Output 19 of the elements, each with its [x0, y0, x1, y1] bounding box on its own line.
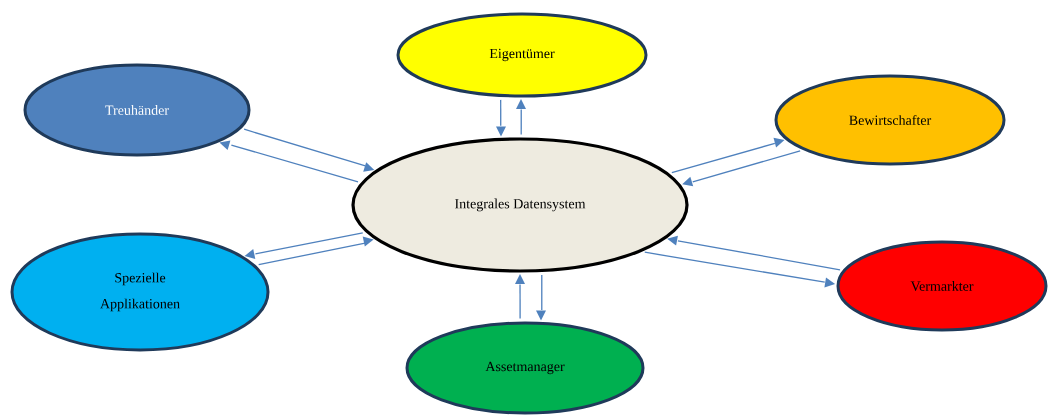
arrow: [536, 274, 546, 321]
ellipse-node: Integrales Datensystem: [351, 137, 689, 273]
arrow: [515, 274, 525, 320]
ellipse-node: Assetmanager: [405, 321, 645, 415]
arrow: [496, 99, 506, 137]
arrow: [671, 137, 785, 174]
ellipse-node: Treuhänder: [23, 63, 251, 157]
ellipse-node: Vermarkter: [836, 240, 1048, 332]
ellipse-node: Spezielle Applikationen: [10, 232, 270, 352]
ellipse-node: Bewirtschafter: [774, 74, 1006, 166]
arrow: [644, 251, 836, 288]
ellipse-node: Eigentümer: [396, 12, 648, 98]
arrow: [219, 140, 359, 183]
arrow: [244, 232, 364, 259]
arrow: [667, 235, 841, 271]
arrow: [682, 150, 801, 187]
arrow: [258, 236, 374, 266]
arrow: [243, 128, 375, 172]
arrow: [516, 99, 526, 136]
